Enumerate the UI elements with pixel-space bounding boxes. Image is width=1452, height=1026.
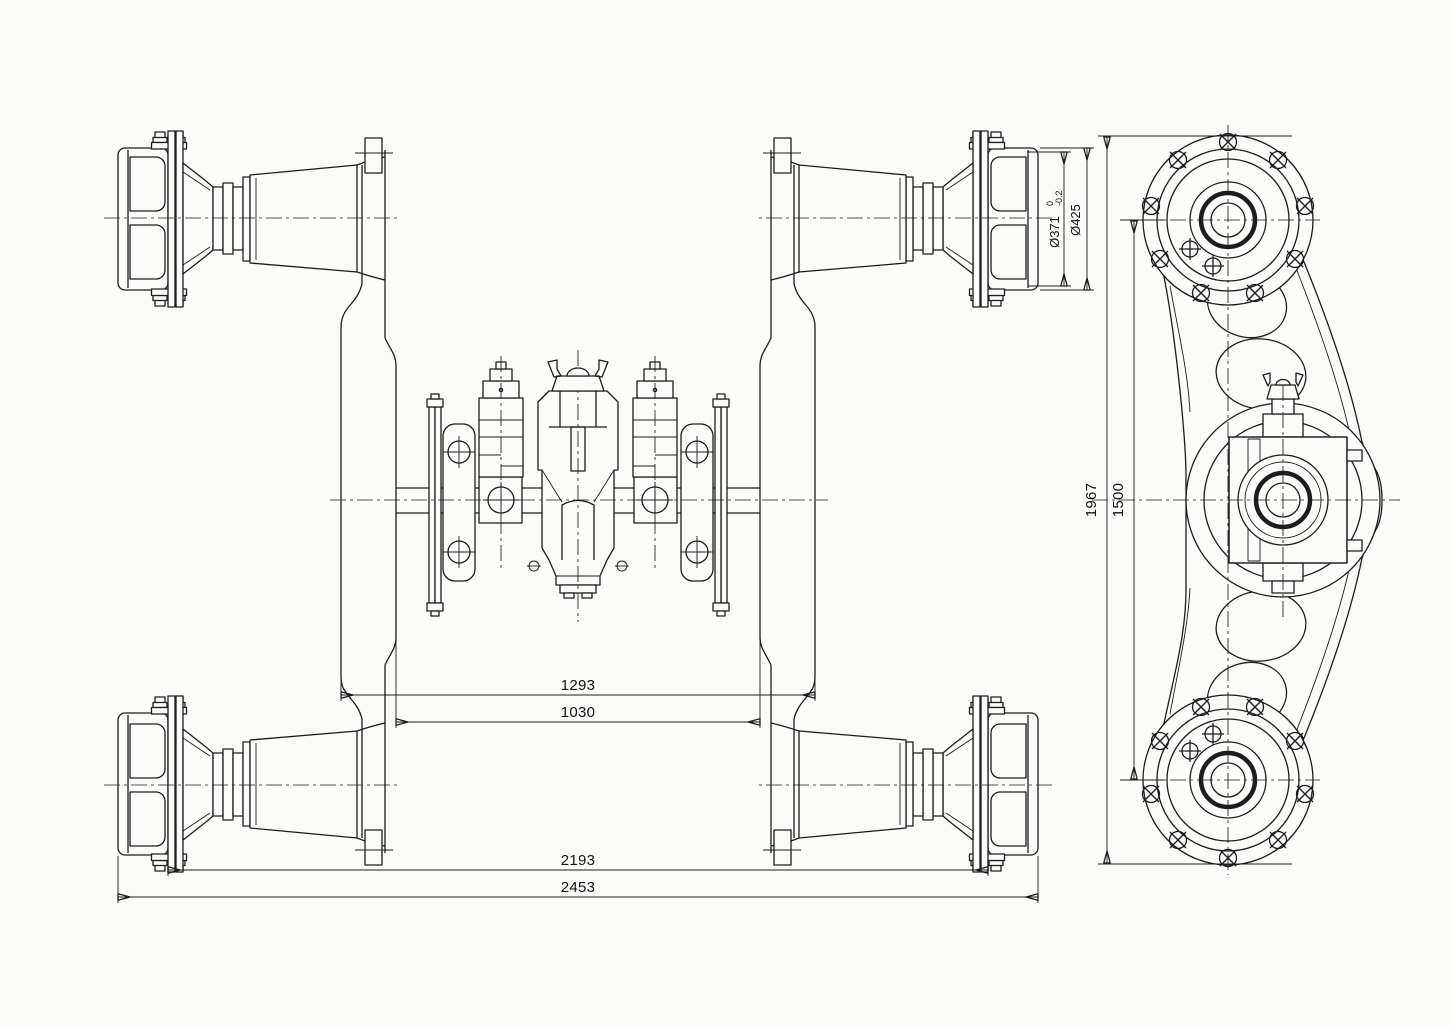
dimensions: 1293 1030 2193 2453 Ø371 0 -0.2 Ø425 196…	[117, 135, 1292, 903]
dim-2453-label: 2453	[561, 879, 596, 896]
dim-1500-label: 1500	[1110, 483, 1127, 518]
svg-text:-0.2: -0.2	[1054, 190, 1064, 206]
dim-425-label: Ø425	[1068, 204, 1083, 236]
dim-1030-label: 1030	[561, 704, 596, 721]
centre-drive-unit	[395, 350, 761, 622]
side-view	[1092, 125, 1400, 875]
side-centrelines	[1092, 125, 1400, 875]
front-view	[104, 131, 1052, 872]
dim-1967-label: 1967	[1083, 483, 1100, 518]
svg-text:Ø425: Ø425	[1068, 204, 1083, 236]
torque-bracket	[547, 359, 609, 392]
svg-text:1500: 1500	[1110, 483, 1127, 518]
svg-text:0: 0	[1045, 201, 1055, 206]
gear-housing	[527, 350, 629, 622]
dim-2193-label: 2193	[561, 852, 596, 869]
svg-text:Ø371: Ø371	[1047, 216, 1062, 248]
dim-1293-label: 1293	[561, 677, 596, 694]
dim-bore-label: Ø371 0 -0.2	[1045, 190, 1064, 247]
svg-text:1967: 1967	[1083, 483, 1100, 518]
